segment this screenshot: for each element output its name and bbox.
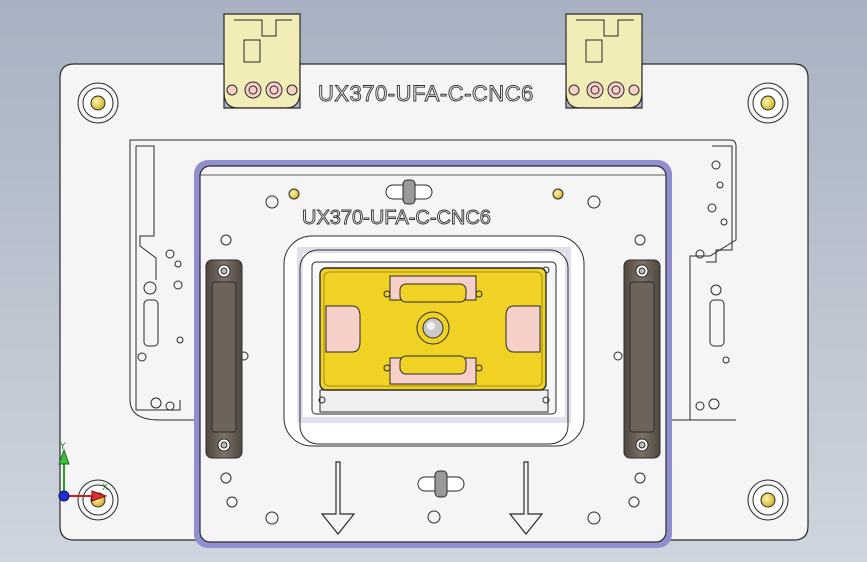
right-rail-detail: [695, 145, 733, 411]
left-rail-detail: [135, 145, 184, 411]
down-arrow-icon: [320, 461, 356, 535]
inner-part-label: UX370-UFA-C-CNC6: [302, 207, 491, 229]
triad-x-label: X: [102, 483, 108, 493]
locating-tab-left: [223, 13, 301, 109]
dowel-pin-left: [288, 188, 300, 200]
outer-part-label: UX370-UFA-C-CNC6: [318, 81, 534, 106]
side-clamp-block-left: [205, 259, 243, 459]
down-arrow-icon: [508, 461, 544, 535]
top-slot-pin: [385, 179, 433, 205]
pocket-right: [505, 305, 541, 353]
bottom-slot-pin: [417, 470, 465, 498]
locating-tab-right: [565, 13, 643, 109]
triad-y-label: Y: [59, 442, 66, 452]
recess-outline: [129, 139, 737, 421]
corner-bolt-bottom-right: [747, 479, 789, 521]
yellow-workpiece-clamp: [319, 267, 547, 391]
pocket-left: [325, 305, 361, 353]
corner-bolt-bottom-left: [77, 479, 119, 521]
coordinate-triad-icon[interactable]: Y X: [58, 442, 108, 502]
dowel-pin-right: [552, 188, 564, 200]
side-clamp-block-right: [623, 259, 661, 459]
corner-bolt-top-right: [747, 82, 789, 124]
corner-bolt-top-left: [77, 82, 119, 124]
mounting-holes: [220, 195, 646, 525]
